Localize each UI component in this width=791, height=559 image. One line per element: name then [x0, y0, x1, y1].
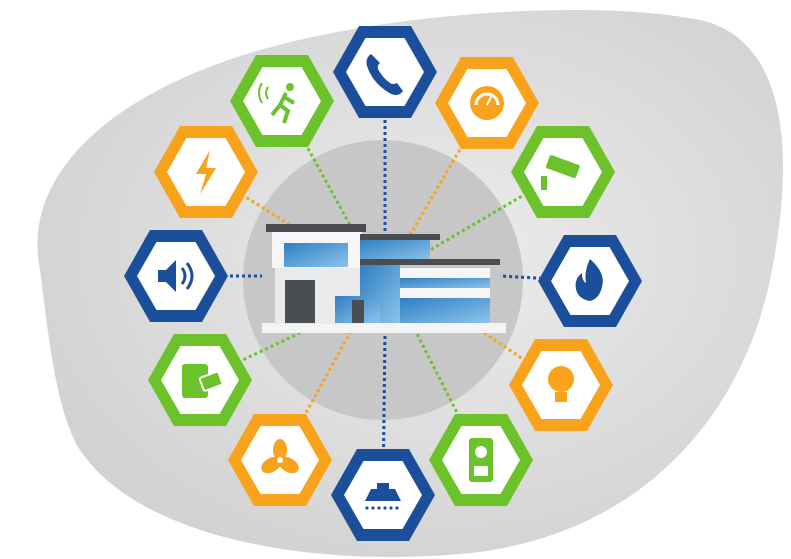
phone-icon [366, 54, 403, 95]
smart-house-icon [262, 224, 506, 333]
sprinkler-icon [365, 483, 401, 510]
device-hexagon[interactable] [538, 235, 642, 327]
device-hexagon[interactable] [230, 55, 334, 147]
motion-sensor-icon [258, 82, 296, 124]
device-hexagon[interactable] [333, 26, 437, 118]
device-hexagon[interactable] [154, 126, 258, 218]
lightning-icon [196, 150, 216, 194]
connector-line [479, 328, 562, 387]
fan-icon [261, 439, 299, 474]
security-camera-icon [541, 155, 580, 190]
device-hexagon[interactable] [429, 414, 533, 506]
device-hexagon[interactable] [509, 339, 613, 431]
device-hexagon[interactable] [228, 414, 332, 506]
device-hexagon[interactable] [148, 334, 252, 426]
device-hexagon[interactable] [511, 126, 615, 218]
speaker-icon [158, 260, 194, 292]
keypad-card-icon [182, 364, 224, 398]
device-hexagon[interactable] [331, 449, 435, 541]
device-hexagon[interactable] [124, 230, 228, 322]
gauge-icon [470, 86, 504, 120]
device-hexagon[interactable] [435, 57, 539, 149]
intercom-icon [469, 438, 493, 482]
fire-icon [575, 259, 603, 301]
light-bulb-icon [548, 366, 574, 402]
connector-line [205, 170, 291, 227]
